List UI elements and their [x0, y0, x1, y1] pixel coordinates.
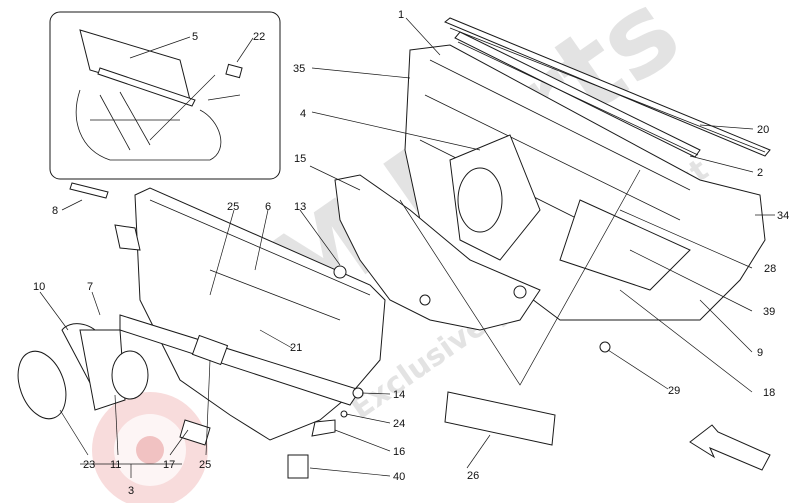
direction-arrow: [689, 424, 771, 471]
inner-door-panel: [334, 174, 541, 331]
callout-26: 26: [467, 470, 479, 482]
callout-28: 28: [764, 263, 776, 275]
part-11-speaker: [111, 350, 149, 400]
callout-16: 16: [393, 446, 405, 458]
callout-10: 10: [33, 281, 45, 293]
callout-8: 8: [52, 205, 58, 217]
part-speaker-grille: [79, 329, 126, 411]
part-17-switch: [179, 419, 211, 446]
callout-1: 1: [398, 9, 404, 21]
callout-4: 4: [300, 108, 306, 120]
callout-34: 34: [777, 210, 789, 222]
callout-35: 35: [293, 63, 305, 75]
part-23-speaker-cover: [17, 350, 67, 420]
part-mirror-trim: [114, 224, 141, 251]
callout-21: 21: [290, 342, 302, 354]
door-trim-panel: [119, 187, 386, 441]
callout-22: 22: [253, 31, 265, 43]
callout-13: 13: [294, 201, 306, 213]
part-29-cap: [599, 341, 611, 353]
inset-detail-box: [49, 11, 281, 180]
callout-23: 23: [83, 459, 95, 471]
callout-15: 15: [294, 153, 306, 165]
leader-lines: [39, 17, 775, 478]
callout-25-bottom: 25: [199, 459, 211, 471]
part-16-bracket: [311, 419, 336, 437]
callout-25-top: 25: [227, 201, 239, 213]
part-40-switch: [287, 454, 309, 479]
door-frame: [404, 44, 766, 321]
callout-5: 5: [192, 31, 198, 43]
callout-14: 14: [393, 389, 405, 401]
callout-6: 6: [265, 201, 271, 213]
part-8-clip: [69, 182, 109, 199]
small-parts: [17, 182, 771, 479]
callout-40: 40: [393, 471, 405, 483]
callout-labels: 1 2 3 4 5 6 7 8 9 10 11 13 14 15 16 17 1…: [33, 9, 789, 497]
part-26-label: [444, 391, 556, 446]
callout-17: 17: [163, 459, 175, 471]
callout-20: 20: [757, 124, 769, 136]
callout-11: 11: [110, 459, 121, 471]
part-14-clip: [352, 387, 364, 399]
callout-2: 2: [757, 167, 763, 179]
callout-24: 24: [393, 418, 405, 430]
callout-7: 7: [87, 281, 93, 293]
callout-29: 29: [668, 385, 680, 397]
callout-39: 39: [763, 306, 775, 318]
part-13-grommet: [333, 265, 347, 279]
callout-18: 18: [763, 387, 775, 399]
window-seal-strips: [444, 17, 771, 158]
callout-9: 9: [757, 347, 763, 359]
callout-3: 3: [128, 485, 134, 497]
watermark-wheel-logo: [92, 392, 208, 503]
